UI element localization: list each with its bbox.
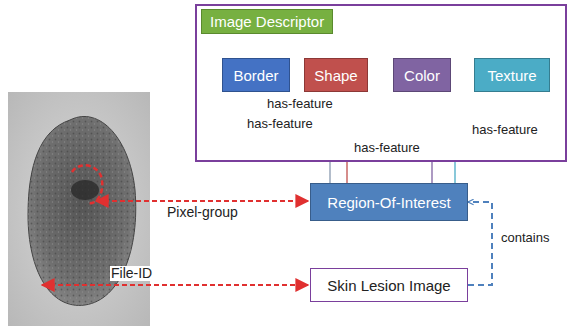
node-label: Color bbox=[404, 67, 440, 84]
node-label: Texture bbox=[487, 67, 536, 84]
edge-label: contains bbox=[500, 230, 550, 245]
roi-marker bbox=[72, 165, 102, 203]
connector bbox=[468, 202, 492, 285]
feature-box: Texture bbox=[474, 58, 550, 92]
edge-label: has-feature bbox=[266, 96, 334, 111]
feature-box: Shape bbox=[304, 58, 368, 92]
feature-box: Color bbox=[393, 58, 451, 92]
skin-photo bbox=[8, 92, 150, 326]
edge-label: has-feature bbox=[353, 140, 421, 155]
node-label: Shape bbox=[314, 67, 357, 84]
file-id-link bbox=[42, 284, 308, 286]
image-box: Skin Lesion Image bbox=[310, 268, 468, 302]
node-label: Border bbox=[233, 67, 278, 84]
pixel-group-link bbox=[96, 200, 308, 202]
feature-box: Border bbox=[222, 58, 290, 92]
link-label: Pixel-group bbox=[166, 205, 239, 220]
edge-label: has-feature bbox=[471, 122, 539, 137]
node-label: Region-Of-Interest bbox=[327, 194, 450, 211]
region-box: Region-Of-Interest bbox=[310, 183, 468, 221]
edge-label: has-feature bbox=[246, 116, 314, 131]
dark-spot bbox=[71, 180, 99, 200]
node-label: Skin Lesion Image bbox=[327, 277, 450, 294]
descriptor-panel: Image DescriptorBorder Shape Color Texture bbox=[195, 4, 567, 162]
panel-heading: Image Descriptor bbox=[201, 9, 333, 34]
link-label: File-ID bbox=[110, 266, 153, 281]
